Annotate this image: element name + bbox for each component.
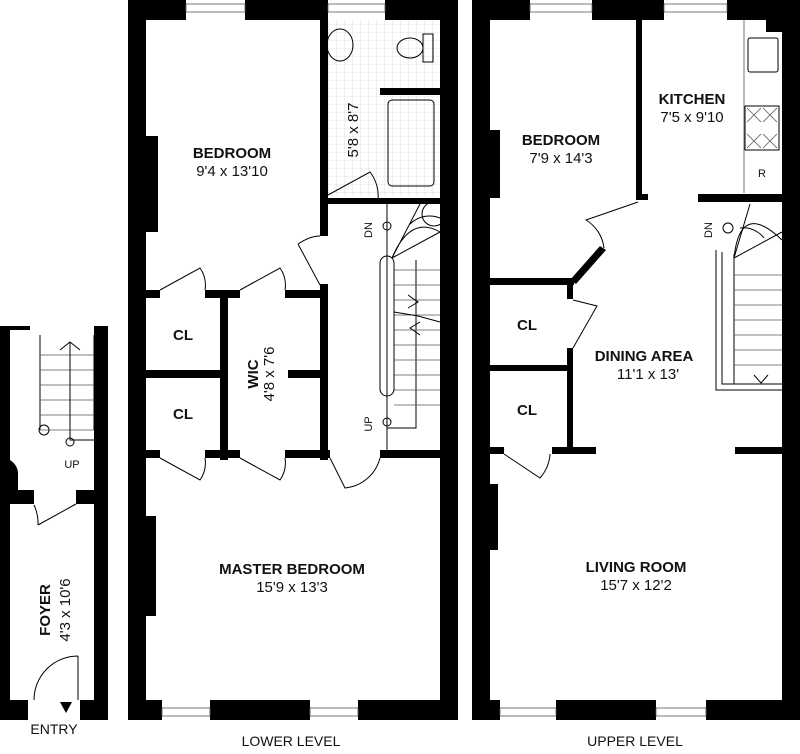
dining-area-dims: 11'1 x 13' <box>617 366 679 383</box>
entry-arrow-icon <box>60 702 72 713</box>
foyer-name: FOYER <box>37 584 54 636</box>
window <box>161 707 211 717</box>
wic-name: WIC <box>245 359 262 388</box>
foyer-stairs <box>38 335 95 447</box>
lower-closet-1: CL <box>173 327 193 344</box>
upper-stair-dn-label: DN <box>703 222 715 238</box>
foyer-stair-up-label: UP <box>64 459 79 471</box>
upper-bedroom-name: BEDROOM <box>522 132 600 149</box>
lower-stairs <box>328 198 447 450</box>
lower-stair-up-label: UP <box>363 416 375 431</box>
lower-level-label: LOWER LEVEL <box>242 733 341 749</box>
upper-closet-2: CL <box>517 402 537 419</box>
kitchen-sink <box>747 37 779 73</box>
entry-label: ENTRY <box>30 721 78 737</box>
lower-closet-2: CL <box>173 406 193 423</box>
sink <box>326 28 354 62</box>
window <box>529 3 593 13</box>
lower-bedroom-name: BEDROOM <box>193 145 271 162</box>
kitchen-dims: 7'5 x 9'10 <box>660 109 723 126</box>
lower-bath-dims: 5'8 x 8'7 <box>345 103 362 158</box>
upper-closet-1: CL <box>517 317 537 334</box>
window <box>499 707 557 717</box>
foyer-plan: UP FOYER 4'3 x 10'6 ENTRY <box>0 326 108 737</box>
bathtub <box>387 99 435 187</box>
kitchen-name: KITCHEN <box>659 91 726 108</box>
stove <box>744 105 780 151</box>
dining-area-name: DINING AREA <box>595 348 694 365</box>
upper-bedroom-dims: 7'9 x 14'3 <box>529 150 592 167</box>
upper-level-plan: R DN BEDROOM 7'9 x 14'3 KITCHEN 7'5 x 9'… <box>472 0 800 749</box>
upper-stairs <box>715 203 783 391</box>
window <box>309 707 359 717</box>
master-bedroom-name: MASTER BEDROOM <box>219 561 365 578</box>
master-bedroom-dims: 15'9 x 13'3 <box>256 579 328 596</box>
window <box>327 3 386 13</box>
window <box>663 3 728 13</box>
lower-level-plan: 5'8 x 8'7 DN UP BEDROOM <box>128 0 458 749</box>
refrigerator-label: R <box>758 168 766 180</box>
living-room-name: LIVING ROOM <box>586 559 687 576</box>
window <box>185 3 246 13</box>
lower-bedroom-dims: 9'4 x 13'10 <box>196 163 268 180</box>
window <box>655 707 707 717</box>
wic-dims: 4'8 x 7'6 <box>261 347 278 402</box>
living-room-dims: 15'7 x 12'2 <box>600 577 672 594</box>
upper-level-label: UPPER LEVEL <box>587 733 683 749</box>
foyer-dims: 4'3 x 10'6 <box>57 578 74 641</box>
lower-stair-dn-label: DN <box>363 222 375 238</box>
